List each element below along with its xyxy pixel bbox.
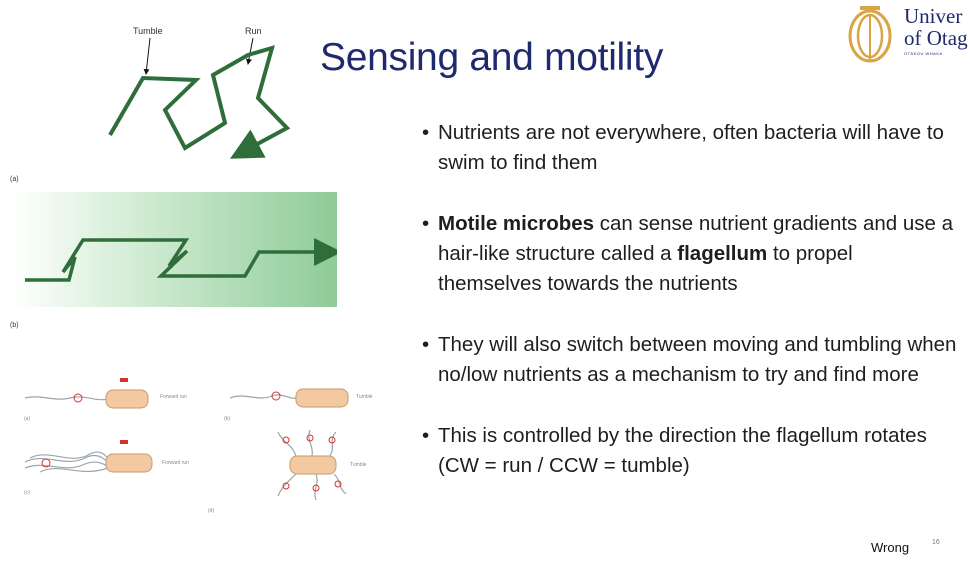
bullet-text: can sense nutrient gradients and use a h…: [438, 212, 954, 265]
flagella-sub-c: (c): [24, 490, 30, 496]
bullet-bold-text: flagellum: [677, 242, 768, 265]
slide-title: Sensing and motility: [320, 36, 664, 79]
flagella-sub-a: (a): [24, 416, 31, 422]
chemotaxis-path: [25, 238, 337, 282]
bullet-dot-icon: •: [422, 424, 430, 447]
bullet-text: They will also switch between moving and…: [438, 333, 957, 386]
bullet-text: This is controlled by the direction the …: [438, 424, 927, 477]
nutrient-gradient-panel: [11, 192, 337, 307]
flagella-diagram: Forward run Tumble Forward run Tumble (a…: [20, 372, 400, 522]
run-tumble-figure: Tumble Run (a): [0, 0, 330, 183]
flagella-label-forward-run-2: Forward run: [162, 460, 189, 466]
panel-b-label: (b): [10, 322, 19, 329]
flagella-drawings: [24, 378, 349, 501]
university-logo: Univer of Otag OTĀKOU WHAKA: [842, 2, 970, 64]
panel-a-label: (a): [10, 176, 19, 183]
run-tumble-path: [108, 37, 291, 159]
run-label: Run: [245, 26, 262, 36]
bullet-bold-text: Motile microbes: [438, 212, 595, 235]
tumble-label: Tumble: [133, 26, 163, 36]
page-number: 16: [932, 539, 940, 546]
annotation-wrong: Wrong: [871, 540, 910, 555]
flagella-sub-d: (d): [208, 508, 215, 514]
flagella-label-forward-run-1: Forward run: [160, 394, 187, 400]
logo-text-line3: OTĀKOU WHAKA: [904, 51, 943, 56]
flagella-label-tumble-1: Tumble: [356, 394, 373, 400]
bullet-dot-icon: •: [422, 121, 430, 144]
logo-crest-icon: [848, 6, 892, 63]
bullet-item: • They will also switch between moving an…: [422, 330, 962, 390]
bullet-dot-icon: •: [422, 212, 430, 235]
bullet-text: to propel themselves towards the nutrien…: [438, 242, 853, 295]
bullet-dot-icon: •: [422, 333, 430, 356]
bullet-text: Nutrients are not everywhere, often bact…: [438, 121, 944, 174]
flagella-label-tumble-2: Tumble: [350, 462, 367, 468]
bullet-item: • Motile microbes can sense nutrient grad…: [422, 209, 962, 299]
logo-text-line2: of Otag: [904, 26, 968, 50]
bullet-list: • Nutrients are not everywhere, often bac…: [422, 118, 962, 512]
bullet-item: • This is controlled by the direction the…: [422, 421, 962, 481]
bullet-item: • Nutrients are not everywhere, often bac…: [422, 118, 962, 178]
flagella-sub-b: (b): [224, 416, 231, 422]
logo-text-line1: Univer: [904, 4, 963, 28]
